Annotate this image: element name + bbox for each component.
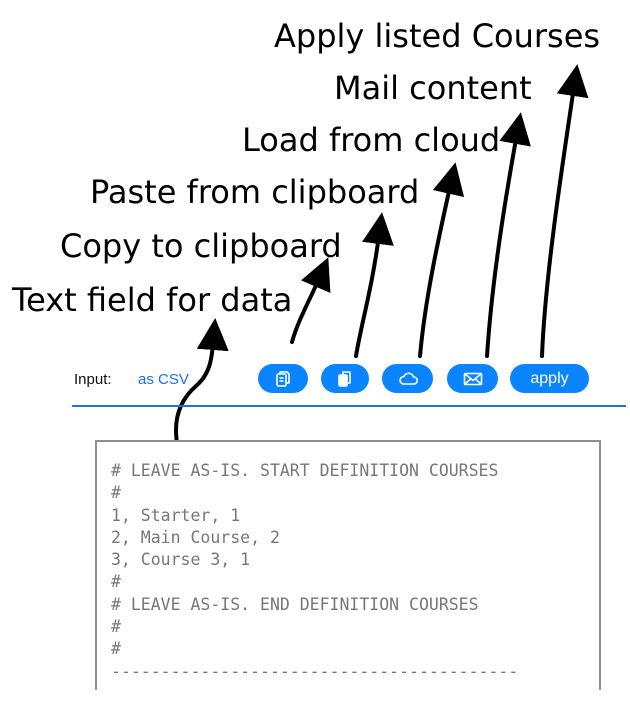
copy-button[interactable]: [258, 364, 308, 393]
cloud-icon: [397, 371, 419, 387]
paste-icon: [335, 369, 355, 389]
callout-mail-content: Mail content: [334, 69, 532, 107]
callout-text-field: Text field for data: [12, 281, 293, 319]
copy-icon: [273, 369, 293, 389]
callout-paste-clipboard: Paste from clipboard: [90, 173, 420, 211]
callout-load-cloud: Load from cloud: [242, 121, 501, 159]
arrow-paste: [354, 212, 394, 358]
arrow-mail: [485, 112, 531, 358]
data-text-content: # LEAVE AS-IS. START DEFINITION COURSES …: [111, 461, 519, 681]
toolbar: Input: as CSV: [0, 355, 630, 405]
arrow-cloud: [418, 162, 465, 358]
arrow-text-field: [174, 318, 229, 450]
envelope-icon: [462, 371, 484, 387]
paste-button[interactable]: [321, 364, 369, 393]
cloud-button[interactable]: [382, 364, 433, 393]
data-text-field[interactable]: # LEAVE AS-IS. START DEFINITION COURSES …: [95, 440, 601, 690]
toolbar-divider: [72, 405, 626, 407]
apply-button[interactable]: apply: [510, 364, 589, 393]
input-mode-link[interactable]: as CSV: [138, 371, 189, 388]
arrow-apply: [540, 64, 589, 358]
arrow-copy: [290, 257, 331, 344]
mail-button[interactable]: [447, 364, 498, 393]
input-label: Input:: [74, 371, 112, 388]
callout-apply-courses: Apply listed Courses: [274, 17, 601, 55]
callout-copy-clipboard: Copy to clipboard: [60, 227, 342, 265]
